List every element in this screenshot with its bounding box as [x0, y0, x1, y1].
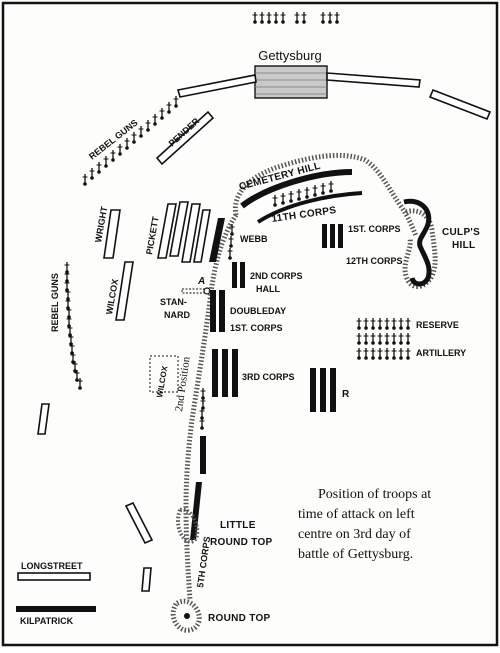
- stannard-label-1: STAN-: [160, 297, 187, 307]
- artillery-label: ARTILLERY: [416, 348, 466, 358]
- union-unit-ridge-south: [200, 436, 206, 474]
- ridge-guns-south: [199, 388, 206, 430]
- first-corps-east-unit: [322, 224, 343, 248]
- caption-line-4: battle of Gettysburg.: [298, 547, 413, 562]
- twelfth-corps-label: 12TH CORPS: [346, 256, 403, 266]
- culps-hill-label-2: HILL: [452, 240, 475, 251]
- cemetery-ridge: [183, 152, 419, 601]
- r-label: R: [342, 389, 350, 400]
- culps-hill: [402, 198, 438, 289]
- caption-line-1: Position of troops at: [318, 487, 431, 502]
- webb-unit: [209, 218, 225, 262]
- longstreet-unit: [17, 572, 91, 581]
- second-position-label: 2nd Position: [173, 355, 193, 412]
- stannard-label-2: NARD: [164, 310, 190, 320]
- third-corps-unit: [212, 349, 238, 397]
- second-corps-label-2: HALL: [256, 284, 280, 294]
- little-round-top: [176, 507, 200, 544]
- round-top-marker: [184, 613, 190, 619]
- eleventh-corps-label: 11TH CORPS: [271, 205, 337, 225]
- fifth-corps-label: 5TH CORPS: [195, 536, 212, 588]
- wilcox-lower-position: [149, 355, 179, 393]
- kilpatrick-unit: [16, 606, 96, 612]
- caption-line-2: time of attack on left: [298, 507, 415, 522]
- rebel-guns-top: [82, 96, 179, 186]
- reserve-artillery-guns: [356, 318, 411, 360]
- guns-top-right: [252, 12, 340, 24]
- pender-unit: [155, 110, 215, 166]
- caption-line-3: centre on 3rd day of: [298, 527, 411, 542]
- pickett-division: [157, 201, 211, 263]
- confederate-unit-south: [141, 567, 152, 592]
- reserve-label: RESERVE: [416, 320, 459, 330]
- stannard-unit: [181, 288, 205, 294]
- webb-label: WEBB: [240, 234, 268, 244]
- confederate-unit-southwest: [124, 501, 154, 545]
- wilcox-upper-unit: [115, 261, 134, 321]
- point-a-label: A: [197, 276, 206, 287]
- little-round-top-label-1: LITTLE: [220, 520, 256, 531]
- round-top-label: ROUND TOP: [208, 613, 271, 624]
- r-unit: [310, 368, 336, 412]
- pickett-label: PICKETT: [144, 215, 161, 255]
- wright-unit: [103, 209, 121, 259]
- gettysburg-label: Gettysburg: [258, 48, 322, 63]
- rebel-guns-left-label: REBEL GUNS: [50, 273, 60, 332]
- map-caption: Position of troops at time of attack on …: [298, 487, 431, 562]
- longstreet-label: LONGSTREET: [21, 561, 83, 571]
- doubleday-first-corps-unit: [210, 290, 225, 332]
- third-corps-label: 3RD CORPS: [242, 372, 295, 382]
- kilpatrick-label: KILPATRICK: [20, 616, 74, 626]
- second-corps-hall-unit: [232, 262, 245, 288]
- culps-hill-label-1: CULP'S: [442, 227, 480, 238]
- rebel-guns-left: [64, 262, 83, 390]
- webb-guns: [227, 224, 235, 260]
- wilcox-lower-label: WILCOX: [155, 365, 170, 399]
- first-corps-east-label: 1ST. CORPS: [348, 224, 401, 234]
- confederate-unit-west: [37, 403, 50, 435]
- confederate-line-far-right: [428, 88, 492, 121]
- doubleday-label: DOUBLEDAY: [230, 306, 286, 316]
- second-corps-label-1: 2ND CORPS: [250, 271, 303, 281]
- first-corps-label: 1ST. CORPS: [230, 323, 283, 333]
- confederate-line-top-left: [176, 74, 257, 98]
- fifth-corps-unit: [190, 482, 202, 540]
- gettysburg-town: [254, 65, 328, 99]
- confederate-line-top-right: [326, 72, 421, 88]
- cemetery-hill-unit: [240, 169, 363, 224]
- little-round-top-label-2: ROUND TOP: [210, 537, 273, 548]
